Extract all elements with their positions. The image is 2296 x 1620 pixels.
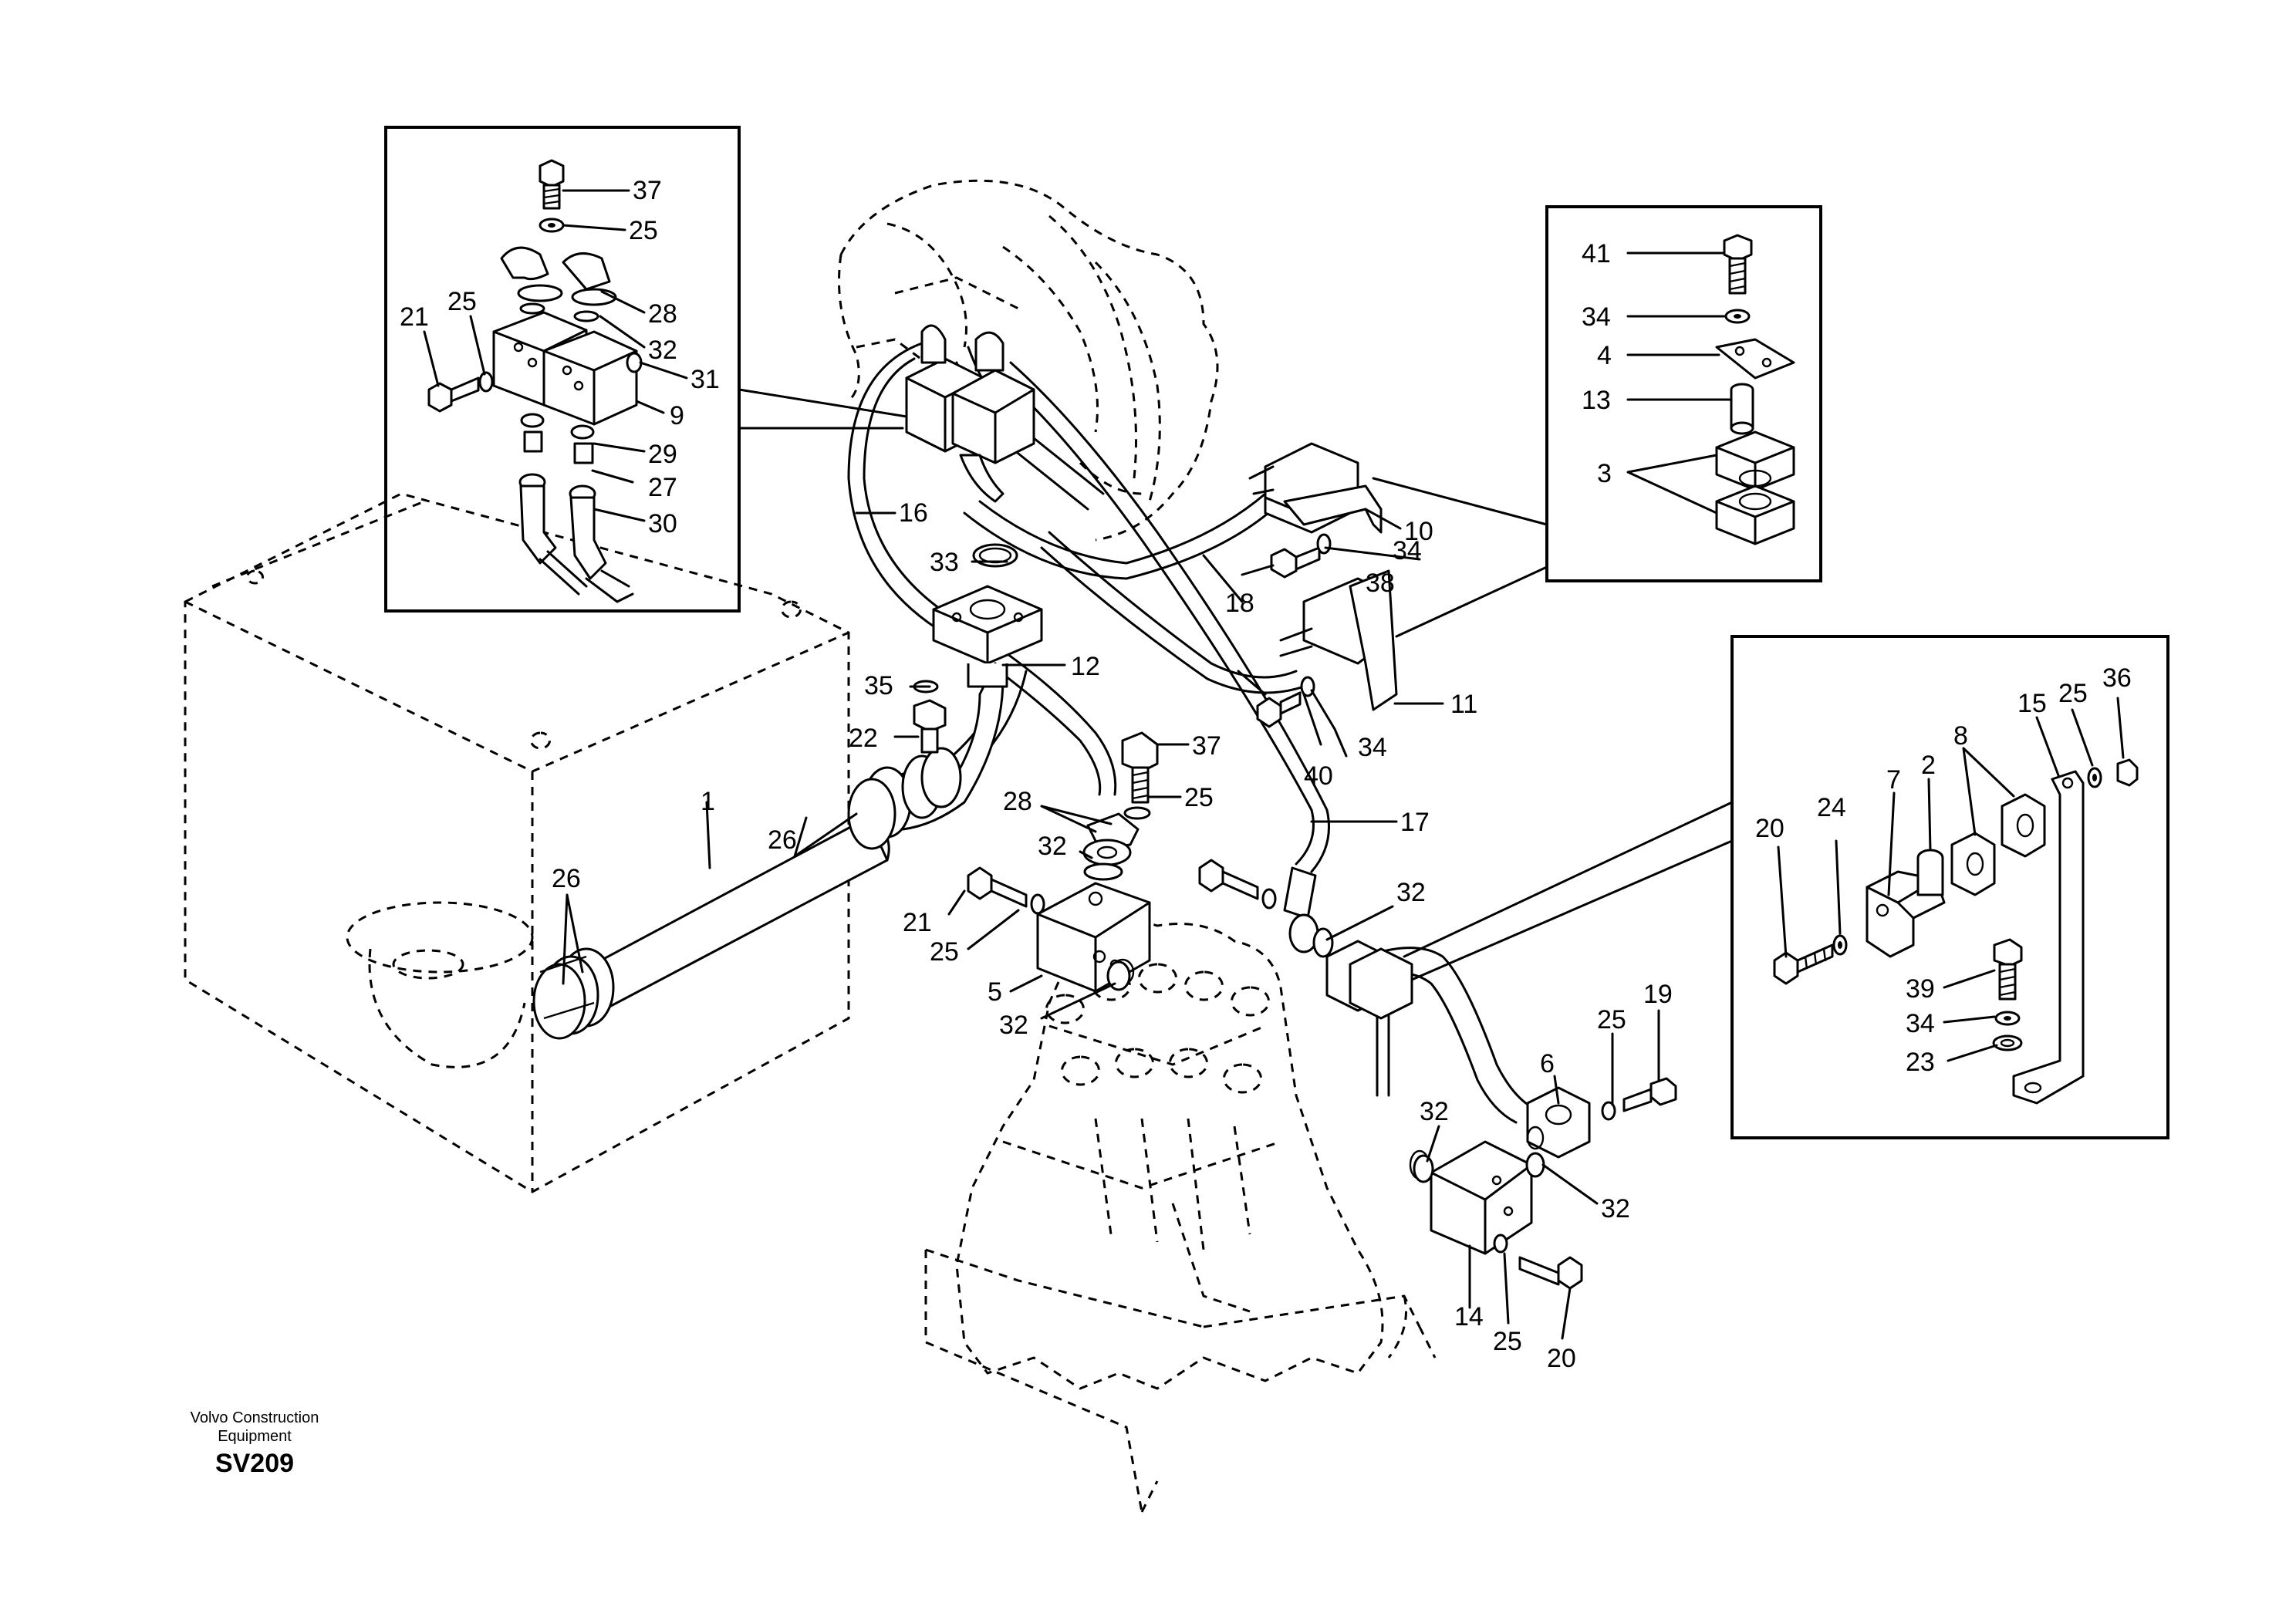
detail-pointer-line-3: [1403, 801, 1734, 981]
callout-34: 34: [1906, 1009, 1935, 1038]
brand-name-line2: Equipment: [218, 1428, 292, 1445]
callout-2: 2: [1921, 751, 1936, 780]
callout-20: 20: [1547, 1344, 1576, 1373]
callout-27: 27: [648, 473, 677, 502]
callout-11: 11: [1450, 690, 1477, 719]
callout-3: 3: [1597, 459, 1612, 488]
flange-12: [932, 585, 1043, 688]
callout-32: 32: [999, 1011, 1028, 1040]
callout-labels: 37 25 28 32 31 9 29 27 30 21 25 16 33 12…: [400, 176, 2132, 1373]
tube-clamp-main: [1325, 940, 1413, 1020]
callout-12: 12: [1071, 652, 1100, 681]
callout-22: 22: [849, 724, 878, 753]
control-valve-outline: [924, 918, 1437, 1513]
callout-29: 29: [648, 440, 677, 469]
callout-28: 28: [648, 299, 677, 329]
callout-25: 25: [930, 937, 959, 967]
callout-32: 32: [1420, 1097, 1449, 1126]
callout-21: 21: [400, 302, 429, 332]
callout-25: 25: [447, 287, 477, 316]
callout-23: 23: [1906, 1048, 1935, 1077]
callout-4: 4: [1597, 341, 1612, 370]
callout-10: 10: [1404, 517, 1433, 546]
callout-32: 32: [1601, 1194, 1630, 1223]
callout-9: 9: [670, 401, 684, 430]
callout-25: 25: [629, 216, 658, 245]
callout-25: 25: [1597, 1005, 1626, 1034]
detail1-parts: [427, 159, 643, 603]
detail-box-clamp: [1545, 205, 1822, 582]
fasteners: [913, 533, 1677, 1290]
callout-15: 15: [2017, 689, 2047, 718]
callout-34: 34: [1582, 302, 1611, 332]
callout-34: 34: [1393, 536, 1422, 565]
callout-7: 7: [1886, 765, 1901, 795]
callout-5: 5: [988, 977, 1002, 1007]
solenoid-valves-main: [905, 324, 1035, 503]
callout-24: 24: [1817, 793, 1846, 822]
brand-name-line1: Volvo Construction: [190, 1409, 319, 1426]
valve-block-5: [1036, 882, 1151, 993]
detail2-parts: [1715, 234, 1795, 545]
callout-32: 32: [1396, 878, 1426, 907]
callout-34: 34: [1358, 733, 1387, 762]
callout-25: 25: [1184, 783, 1214, 812]
detail-pointer-line-2: [1372, 477, 1548, 638]
callout-8: 8: [1953, 721, 1968, 751]
detail3-parts: [1773, 758, 2139, 1105]
callout-21: 21: [903, 908, 932, 937]
callout-26: 26: [552, 864, 581, 893]
detail-box-solenoid-valves: [384, 126, 741, 613]
detail-box-bracket: [1730, 635, 2169, 1139]
callout-1: 1: [701, 787, 715, 816]
hose-clamps: [532, 747, 962, 1040]
callout-25: 25: [1493, 1327, 1522, 1356]
callout-38: 38: [1366, 569, 1395, 598]
callout-37: 37: [633, 176, 662, 205]
callout-31: 31: [690, 365, 720, 394]
callout-33: 33: [930, 548, 959, 577]
callout-36: 36: [2102, 663, 2132, 693]
clamp-assembly-11: [1279, 569, 1398, 711]
callout-26: 26: [768, 825, 797, 855]
callout-18: 18: [1225, 589, 1254, 618]
drawing-code: SV209: [214, 1449, 295, 1478]
callout-41: 41: [1582, 239, 1611, 268]
callout-39: 39: [1906, 974, 1935, 1004]
callout-14: 14: [1454, 1302, 1484, 1331]
callout-16: 16: [899, 498, 928, 528]
callout-20: 20: [1755, 814, 1784, 843]
callout-35: 35: [864, 671, 893, 700]
callout-25: 25: [2058, 679, 2088, 708]
pump-assembly-outline: [838, 179, 1219, 542]
callout-32: 32: [648, 336, 677, 365]
callout-19: 19: [1643, 980, 1673, 1009]
callout-40: 40: [1304, 761, 1333, 791]
callout-6: 6: [1540, 1049, 1555, 1078]
callout-37: 37: [1192, 731, 1221, 761]
detail-pointer-line: [738, 388, 908, 430]
callout-13: 13: [1582, 386, 1611, 415]
callout-28: 28: [1003, 787, 1032, 816]
callout-17: 17: [1400, 808, 1430, 837]
callout-32: 32: [1038, 832, 1067, 861]
leader-lines: [423, 189, 2125, 1340]
hydraulic-tank-outline: [184, 492, 850, 1193]
callout-30: 30: [648, 509, 677, 538]
clamp-assembly-10: [1248, 442, 1383, 534]
valve-block-14: [1409, 1140, 1533, 1255]
